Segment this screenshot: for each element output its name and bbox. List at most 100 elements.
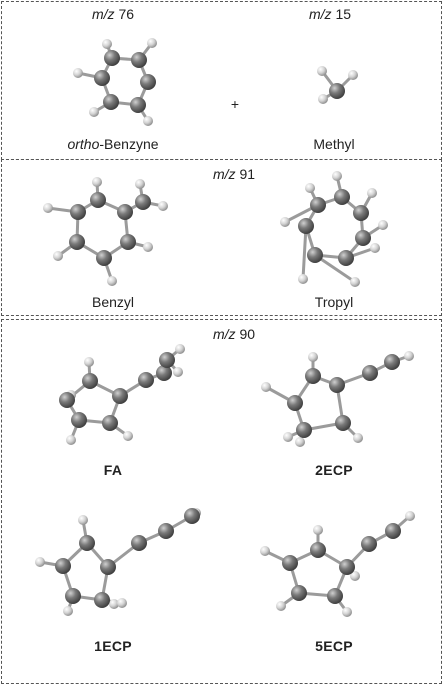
- carbon-atom: [94, 592, 110, 608]
- hydrogen-atom: [313, 525, 323, 535]
- 2ecp-label: 2ECP: [315, 462, 353, 478]
- carbon-atom: [353, 205, 369, 221]
- ortho-benzyne-model: [73, 38, 157, 126]
- carbon-atom: [296, 422, 312, 438]
- carbon-atom: [140, 74, 156, 90]
- carbon-atom: [305, 368, 321, 384]
- hydrogen-atom: [332, 171, 342, 181]
- hydrogen-atom: [135, 179, 145, 189]
- carbon-atom: [291, 585, 307, 601]
- hydrogen-atom: [404, 351, 414, 361]
- hydrogen-atom: [353, 433, 363, 443]
- hydrogen-atom: [342, 607, 352, 617]
- hydrogen-atom: [43, 203, 53, 213]
- carbon-atom: [282, 555, 298, 571]
- mz-label-15: m/z 15: [309, 6, 351, 22]
- hydrogen-atom: [317, 66, 327, 76]
- bond: [301, 224, 308, 281]
- mz-prefix: m/z: [91, 6, 115, 22]
- carbon-atom: [329, 83, 345, 99]
- mz-value: 15: [335, 6, 352, 22]
- hydrogen-atom: [143, 242, 153, 252]
- carbon-atom: [327, 588, 343, 604]
- carbon-atom: [79, 535, 95, 551]
- mz-value: 90: [239, 326, 256, 342]
- bond: [313, 253, 357, 284]
- methyl-label: Methyl: [313, 136, 355, 152]
- carbon-atom: [339, 559, 355, 575]
- carbon-atom: [117, 204, 133, 220]
- hydrogen-atom: [158, 201, 168, 211]
- benzyl-model: [43, 177, 168, 286]
- hydrogen-atom: [89, 107, 99, 117]
- tropyl-model: [280, 171, 388, 287]
- mz-prefix: m/z: [308, 6, 332, 22]
- carbon-atom: [384, 354, 400, 370]
- plus-sign: +: [230, 96, 240, 112]
- carbon-atom: [138, 372, 154, 388]
- panel-mz91: [1, 159, 442, 316]
- mz-value: 91: [239, 166, 256, 182]
- hydrogen-atom: [84, 357, 94, 367]
- mz-value: 76: [118, 6, 135, 22]
- carbon-atom: [298, 218, 314, 234]
- carbon-atom: [120, 234, 136, 250]
- carbon-atom: [69, 234, 85, 250]
- benzyl-label: Benzyl: [91, 294, 135, 310]
- carbon-atom: [385, 523, 401, 539]
- hydrogen-atom: [350, 571, 360, 581]
- hydrogen-atom: [280, 217, 290, 227]
- hydrogen-atom: [378, 220, 388, 230]
- carbon-atom: [65, 588, 81, 604]
- carbon-atom: [131, 535, 147, 551]
- carbon-atom: [82, 373, 98, 389]
- carbon-atom: [355, 230, 371, 246]
- hydrogen-atom: [298, 274, 308, 284]
- 1ecp-label: 1ECP: [94, 638, 132, 654]
- 2ecp-model: [261, 351, 414, 447]
- carbon-atom: [310, 542, 326, 558]
- hydrogen-atom: [63, 606, 73, 616]
- carbon-atom: [112, 388, 128, 404]
- panel-mz90: [1, 319, 442, 684]
- hydrogen-atom: [102, 39, 112, 49]
- hydrogen-atom: [73, 68, 83, 78]
- carbon-atom: [102, 415, 118, 431]
- mz-label-76: m/z 76: [92, 6, 134, 22]
- hydrogen-atom: [283, 432, 293, 442]
- hydrogen-atom: [109, 599, 119, 609]
- benzyne-suffix: -Benzyne: [99, 136, 159, 152]
- carbon-atom: [130, 97, 146, 113]
- carbon-atom: [329, 377, 345, 393]
- mz-label-91: m/z 91: [213, 166, 255, 182]
- carbon-atom: [100, 559, 116, 575]
- ortho-benzyne-label: ortho-Benzyne: [67, 136, 158, 152]
- carbon-atom: [307, 247, 323, 263]
- carbon-atom: [70, 204, 86, 220]
- carbon-atom: [361, 536, 377, 552]
- carbon-atom: [335, 415, 351, 431]
- hydrogen-atom: [173, 367, 183, 377]
- fa-label: FA: [103, 462, 123, 478]
- hydrogen-atom: [276, 601, 286, 611]
- hydrogen-atom: [175, 344, 185, 354]
- hydrogen-atom: [147, 38, 157, 48]
- carbon-atom: [338, 250, 354, 266]
- hydrogen-atom: [295, 437, 305, 447]
- 5ecp-model: [260, 511, 415, 617]
- hydrogen-atom: [370, 243, 380, 253]
- carbon-atom: [103, 94, 119, 110]
- 5ecp-label: 5ECP: [315, 638, 353, 654]
- carbon-atom: [59, 392, 75, 408]
- carbon-atom: [90, 192, 106, 208]
- carbon-atom: [135, 194, 151, 210]
- hydrogen-atom: [143, 116, 153, 126]
- 2ecp-model-bonds: [264, 354, 411, 444]
- hydrogen-atom: [308, 352, 318, 362]
- carbon-atom: [96, 250, 112, 266]
- carbon-atom: [334, 189, 350, 205]
- carbon-atom: [158, 523, 174, 539]
- mz-prefix: m/z: [212, 326, 236, 342]
- carbon-atom: [156, 365, 172, 381]
